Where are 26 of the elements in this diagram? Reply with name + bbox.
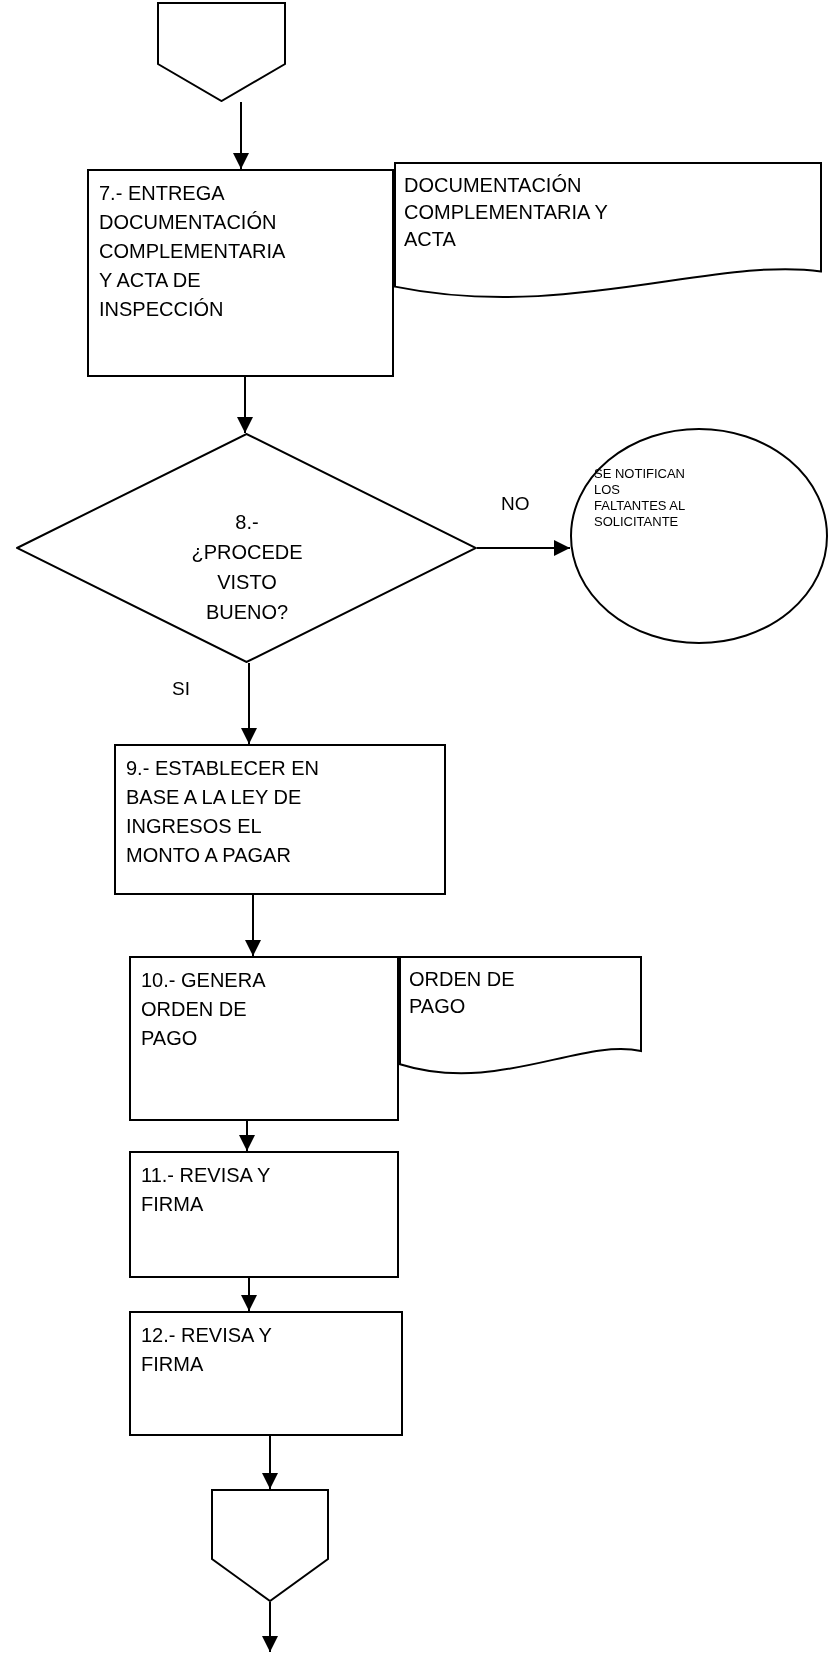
off-page-connector (157, 2, 286, 102)
decision-diamond (16, 433, 477, 663)
arrow (262, 1435, 278, 1490)
arrow (245, 894, 261, 957)
process-box (129, 1151, 399, 1278)
arrow (241, 1277, 257, 1312)
arrow (476, 540, 571, 556)
arrow (239, 1120, 255, 1152)
arrow (241, 662, 257, 745)
off-page-connector (211, 1489, 329, 1602)
arrow (237, 376, 253, 434)
process-box (87, 169, 394, 377)
node-label: DOCUMENTACIÓN COMPLEMENTARIA Y ACTA (404, 173, 609, 252)
process-box (129, 1311, 403, 1436)
connector-circle (570, 428, 828, 644)
node-label: 12.- REVISA Y FIRMA (141, 1323, 273, 1377)
arrow (262, 1601, 278, 1653)
node-label: 7.- ENTREGA DOCUMENTACIÓN COMPLEMENTARIA Y ACTA DE INSPECCIÓN (99, 181, 284, 322)
node-label: 11.- REVISA Y FIRMA (141, 1163, 271, 1217)
process-box (129, 956, 399, 1121)
process-box (114, 744, 446, 895)
node-label: 9.- ESTABLECER EN BASE A LA LEY DE INGRESOS EL MONTO A PAGAR (126, 756, 321, 868)
arrow (233, 101, 249, 170)
node-label: 8.- ¿PROCEDE VISTO BUENO? (190, 510, 304, 625)
node-label: 10.- GENERA ORDEN DE PAGO (141, 968, 266, 1051)
node-label: ORDEN DE PAGO (409, 967, 516, 1019)
